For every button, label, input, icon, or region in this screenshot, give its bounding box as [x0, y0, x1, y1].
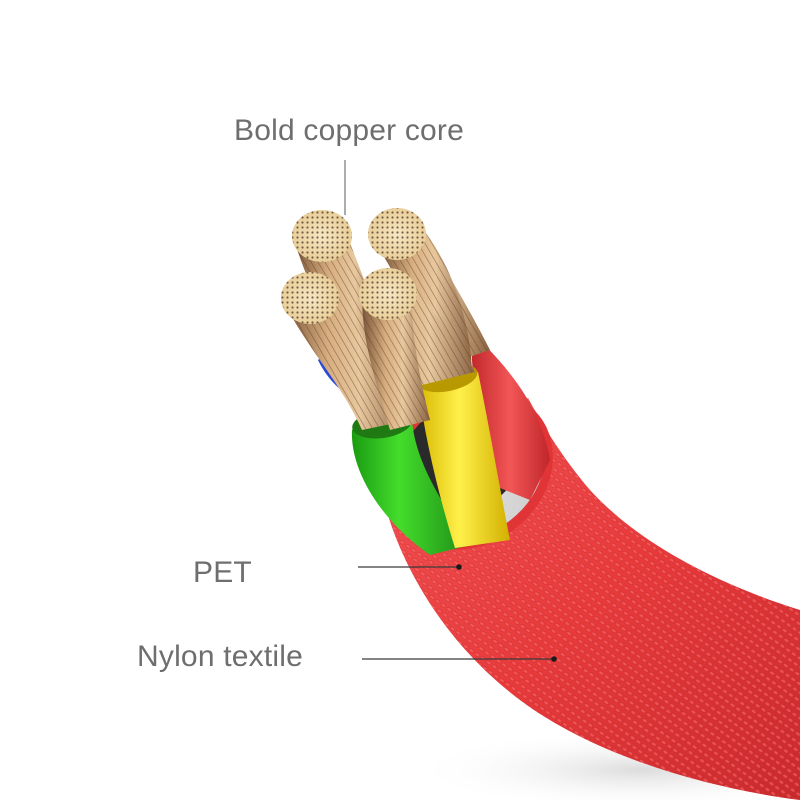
label-nylon-textile: Nylon textile	[137, 640, 304, 673]
label-pet: PET	[193, 556, 252, 589]
copper-face-front-left	[281, 272, 339, 324]
copper-face-front-right	[359, 268, 417, 320]
leader-nylon	[362, 656, 557, 662]
copper-face-back-left	[292, 210, 352, 262]
leader-pet	[358, 564, 462, 570]
label-copper-core: Bold copper core	[234, 114, 465, 147]
copper-face-back-right	[368, 208, 426, 260]
copper-core-front-left	[284, 290, 410, 430]
